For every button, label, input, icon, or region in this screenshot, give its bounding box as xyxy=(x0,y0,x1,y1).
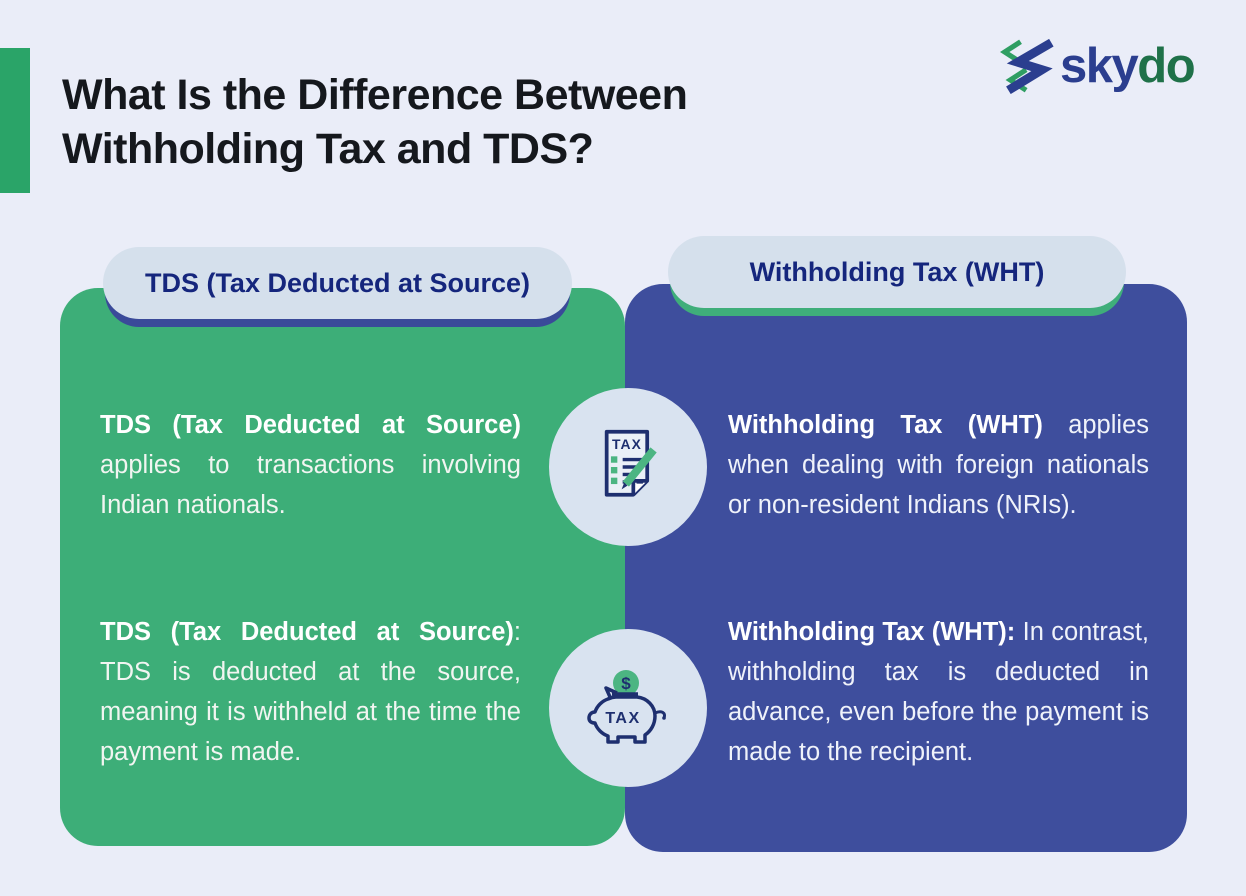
page-title-line-1: What Is the Difference Between xyxy=(62,71,688,119)
wht-card: Withholding Tax (WHT) applies when deali… xyxy=(625,284,1187,852)
tds-card: TDS (Tax Deducted at Source) applies to … xyxy=(60,288,625,846)
tds-header-pill-label: TDS (Tax Deducted at Source) xyxy=(144,267,531,298)
wht-paragraph-2-rest: In contrast, withholding tax is deducted… xyxy=(728,618,1149,766)
wht-header-pill-label: Withholding Tax (WHT) xyxy=(749,256,1045,287)
skydo-logo: skydo xyxy=(1000,38,1196,94)
wht-paragraph-1: Withholding Tax (WHT) applies when deali… xyxy=(728,405,1149,525)
tds-paragraph-2-rest: : TDS is deducted at the source, meaning… xyxy=(100,618,521,766)
skydo-logo-text: skydo xyxy=(1060,38,1196,94)
wht-paragraph-1-lead: Withholding Tax (WHT) xyxy=(728,411,1043,439)
page-title: What Is the Difference Between Withholdi… xyxy=(62,68,688,176)
tds-paragraph-1-rest: applies to transactions involving Indian… xyxy=(100,451,521,519)
piggy-bank-icon-circle: $ TAX xyxy=(549,629,707,787)
tds-paragraph-1: TDS (Tax Deducted at Source) applies to … xyxy=(100,405,521,525)
page-title-line-2: Withholding Tax and TDS? xyxy=(62,125,594,173)
tds-header-pill: TDS (Tax Deducted at Source) xyxy=(103,247,572,319)
tds-paragraph-2-lead: TDS (Tax Deducted at Source) xyxy=(100,618,514,646)
wht-paragraph-2-lead: Withholding Tax (WHT): xyxy=(728,618,1016,646)
skydo-logo-icon xyxy=(1000,38,1054,94)
tax-document-label: TAX xyxy=(612,436,642,452)
wht-paragraph-2: Withholding Tax (WHT): In contrast, with… xyxy=(728,612,1149,772)
wht-paragraph-1-rest: applies when dealing with foreign nation… xyxy=(728,411,1149,519)
piggy-coin-dollar: $ xyxy=(621,674,631,693)
wht-header-pill: Withholding Tax (WHT) xyxy=(668,236,1126,308)
piggy-bank-tax-icon: $ TAX xyxy=(587,670,666,744)
tds-paragraph-2: TDS (Tax Deducted at Source): TDS is ded… xyxy=(100,612,521,772)
tax-document-icon-circle: TAX xyxy=(549,388,707,546)
logo-text-sky: sky xyxy=(1060,39,1139,93)
tds-paragraph-1-lead: TDS (Tax Deducted at Source) xyxy=(100,411,521,439)
left-accent-bar xyxy=(0,48,30,193)
logo-text-do: do xyxy=(1137,39,1195,93)
tax-document-icon: TAX xyxy=(604,429,657,497)
piggy-tax-label: TAX xyxy=(605,710,640,727)
